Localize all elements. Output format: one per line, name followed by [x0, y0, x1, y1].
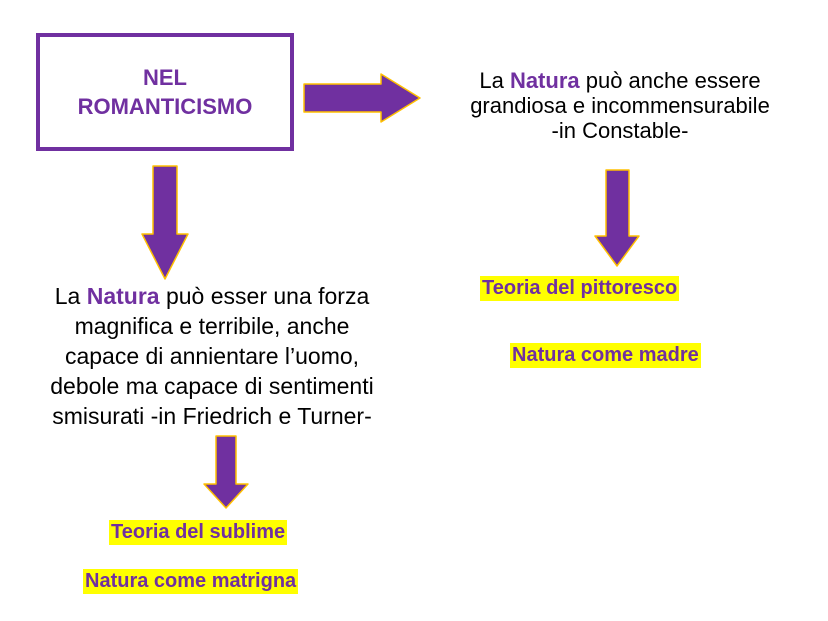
- left-text-line2: magnifica e terribile, anche: [74, 313, 350, 339]
- right-text-line3: -in Constable-: [551, 118, 689, 143]
- arrow-down-left-icon: [203, 435, 249, 509]
- tag-natura-madre: Natura come madre: [510, 343, 701, 368]
- arrow-down-main-icon: [141, 165, 189, 280]
- right-keyword-natura: Natura: [509, 68, 580, 93]
- arrow-right-icon: [303, 73, 421, 123]
- left-keyword-natura: Natura: [86, 283, 160, 309]
- left-branch-text: La Natura può esser una forza magnifica …: [4, 281, 420, 431]
- box-title-line2: ROMANTICISMO: [77, 94, 253, 119]
- romanticismo-box: NEL ROMANTICISMO: [36, 33, 294, 151]
- left-text-line4: debole ma capace di sentimenti: [50, 373, 374, 399]
- right-text-line1: La Natura può anche essere: [415, 68, 825, 93]
- left-text-line1: La Natura può esser una forza: [4, 281, 420, 311]
- left-text-line5: smisurati -in Friedrich e Turner-: [52, 403, 372, 429]
- right-line1-pre: La: [479, 68, 510, 93]
- right-branch-text: La Natura può anche essere grandiosa e i…: [415, 68, 825, 143]
- arrow-down-right-icon: [594, 169, 640, 267]
- right-text-line2: grandiosa e incommensurabile: [470, 93, 770, 118]
- tag-natura-matrigna: Natura come matrigna: [83, 569, 299, 594]
- box-title-line1: NEL: [142, 65, 187, 90]
- right-line1-post: può anche essere: [579, 68, 761, 93]
- left-text-line3: capace di annientare l’uomo,: [64, 343, 360, 369]
- left-line1-pre: La: [54, 283, 87, 309]
- tag-teoria-pittoresco: Teoria del pittoresco: [480, 276, 680, 301]
- left-line1-post: può esser una forza: [159, 283, 370, 309]
- tag-teoria-sublime: Teoria del sublime: [109, 520, 288, 545]
